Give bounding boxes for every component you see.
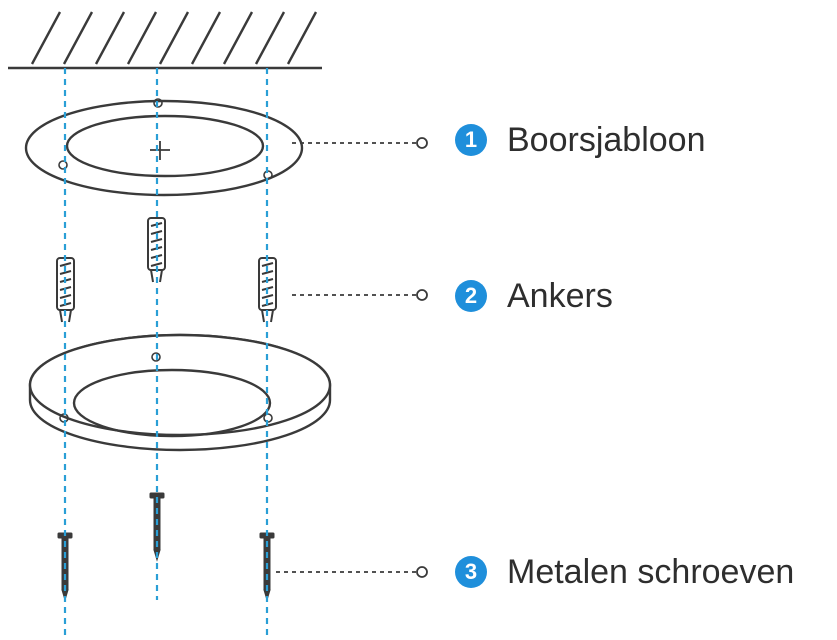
callout-anchors: 2 Ankers (455, 274, 613, 318)
screws (57, 492, 275, 602)
step-3-badge: 3 (455, 556, 487, 588)
callout-label-metal-screws: Metalen schroeven (507, 552, 795, 591)
drilling-template (24, 98, 304, 197)
step-1-badge: 1 (455, 124, 487, 156)
mounting-base (28, 333, 332, 452)
callout-label-drilling-template: Boorsjabloon (507, 120, 706, 159)
callout-drilling-template: 1 Boorsjabloon (455, 118, 705, 162)
callout-metal-screws: 3 Metalen schroeven (455, 550, 794, 594)
screw-middle (149, 492, 165, 562)
anchors (56, 217, 277, 323)
leader-lines (276, 137, 428, 578)
alignment-guides (63, 68, 269, 636)
ceiling-surface (8, 11, 322, 70)
callout-label-anchors: Ankers (507, 276, 613, 315)
step-2-badge: 2 (455, 280, 487, 312)
